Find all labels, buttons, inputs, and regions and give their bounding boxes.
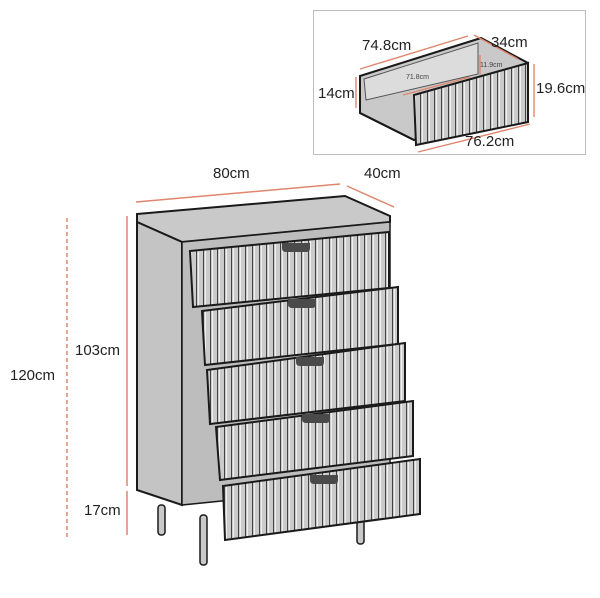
drawer-handle[interactable]	[288, 299, 316, 308]
inset-side-height-label: 14cm	[318, 85, 355, 102]
drawer-handle[interactable]	[282, 243, 310, 252]
leg-height-label: 17cm	[84, 502, 121, 519]
drawer-handle[interactable]	[296, 357, 324, 366]
drawers	[188, 230, 421, 542]
drawer-handle[interactable]	[302, 414, 330, 423]
inset-outer-width-label: 74.8cm	[362, 37, 412, 54]
drawer-handle[interactable]	[310, 475, 338, 484]
inset-dimension-lines	[355, 34, 535, 153]
inset-inner-width-label: 71.8cm	[406, 74, 429, 81]
total-height-label: 120cm	[10, 367, 56, 384]
drawer-5	[221, 457, 421, 542]
inset-outer-depth-label: 34cm	[491, 34, 528, 51]
inset-front-height-label: 19.6cm	[536, 80, 586, 97]
drawer-3	[205, 341, 406, 426]
inset-front-width-label: 76.2cm	[465, 133, 515, 150]
inset-drawer	[359, 36, 529, 147]
body-height-label: 103cm	[75, 342, 121, 359]
drawer-4	[214, 399, 414, 482]
inset-inner-height-label: 11.9cm	[480, 62, 503, 69]
width-label: 80cm	[213, 165, 250, 182]
legs	[157, 504, 365, 566]
drawer-detail-inset	[313, 10, 586, 155]
depth-label: 40cm	[364, 165, 401, 182]
main-dimension-lines	[66, 183, 395, 537]
